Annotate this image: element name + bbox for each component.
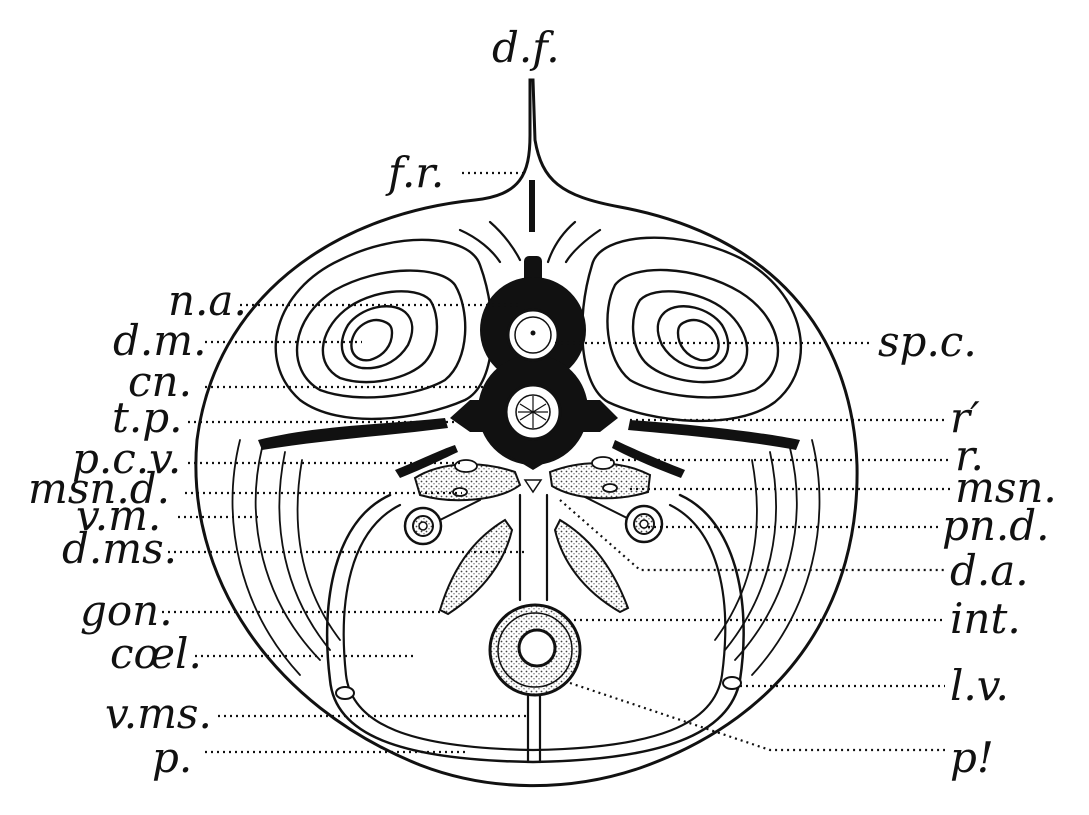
label-gon: gon. — [80, 586, 173, 635]
label-msn: msn. — [955, 463, 1057, 512]
label-r: r. — [955, 431, 984, 480]
notochord — [504, 383, 562, 441]
lateral-vein-right — [722, 676, 742, 690]
gonad-right — [553, 518, 630, 614]
rib-right-lower — [612, 440, 685, 478]
pronephric-duct-left — [403, 499, 481, 546]
label-r-prime: r′ — [950, 393, 980, 442]
label-spc: sp.c. — [878, 317, 977, 366]
label-dms: d.ms. — [62, 524, 177, 573]
label-coel: cœl. — [110, 629, 202, 678]
intestine — [488, 603, 582, 697]
coelom-inner — [342, 503, 727, 752]
dorsal-mesentery — [518, 493, 549, 602]
label-na: n.a. — [168, 276, 247, 325]
rib-right — [628, 420, 800, 450]
label-tp: t.p. — [112, 393, 182, 442]
leader-lines — [162, 171, 950, 754]
rib-left — [258, 418, 448, 450]
label-msnd: msn.d. — [28, 464, 170, 513]
dorsal-muscle-left — [274, 238, 494, 421]
veins — [452, 456, 618, 497]
body-outline — [194, 78, 859, 788]
ventral-muscle-lines — [231, 439, 821, 676]
dorsal-septum-lines — [458, 220, 602, 264]
mesonephros-left — [413, 463, 522, 502]
labels: d.f. f.r. n.a. d.m. cn. t.p. p.c.v. msn.… — [28, 23, 1057, 782]
coelom-outer — [325, 493, 745, 764]
label-p-prime: p! — [950, 733, 994, 782]
dorsal-aorta — [523, 479, 543, 494]
lateral-vein-left — [335, 686, 355, 700]
label-fr: f.r. — [385, 148, 444, 197]
label-int: int. — [950, 594, 1021, 643]
label-pnd: pn.d. — [942, 501, 1050, 550]
dorsal-muscle-right — [581, 236, 803, 423]
gonad-left — [438, 518, 514, 616]
pronephric-duct-right — [584, 496, 664, 544]
label-vms: v.ms. — [105, 689, 212, 738]
label-lv: l.v. — [950, 661, 1009, 710]
label-da: d.a. — [950, 546, 1029, 595]
ventral-mesentery — [526, 688, 542, 764]
rib-left-lower — [395, 445, 458, 478]
label-vm: v.m. — [76, 491, 161, 540]
fin-ray — [529, 180, 535, 232]
spinal-cord — [506, 308, 560, 362]
label-pcv: p.c.v. — [72, 434, 181, 483]
label-cn: cn. — [128, 357, 192, 406]
label-dm: d.m. — [113, 316, 206, 365]
label-p: p. — [152, 733, 192, 782]
mesonephros-right — [548, 462, 652, 500]
label-df: d.f. — [492, 23, 560, 72]
